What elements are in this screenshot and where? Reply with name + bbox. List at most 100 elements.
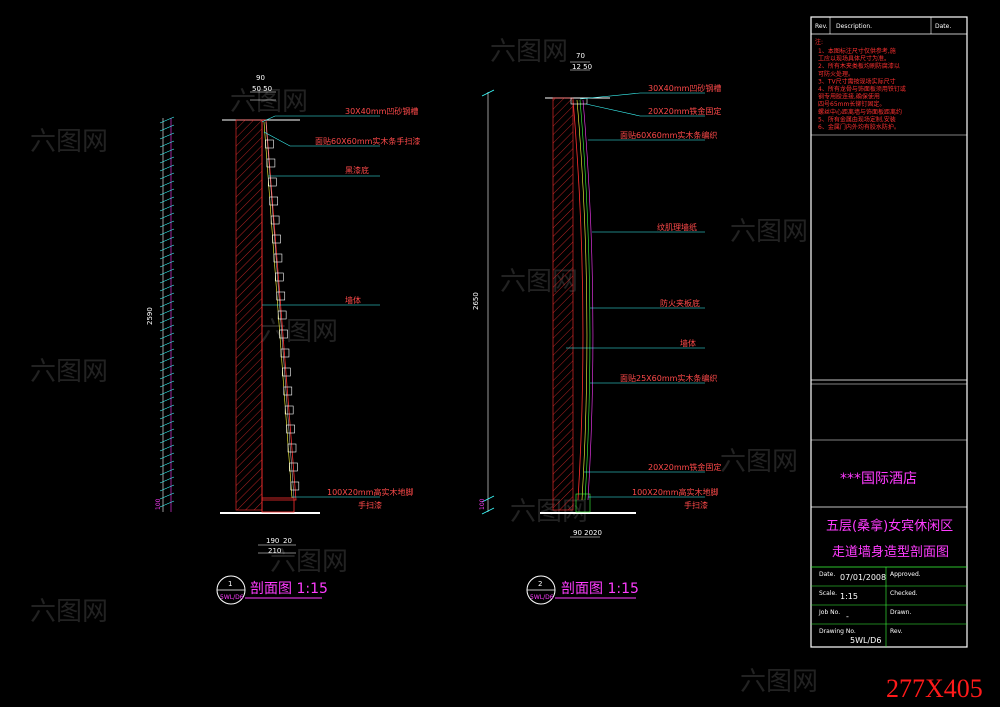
dimension-tick — [159, 140, 175, 148]
wood-slat — [275, 272, 284, 282]
watermark: 六图网 — [730, 217, 808, 247]
left-label: 100X20mm高实木地脚 — [327, 487, 414, 497]
dimension-tick — [159, 444, 175, 452]
title-block: Rev. Description. Date. 注: 1、本图标注尺寸仅供参考,… — [810, 16, 968, 648]
date-value: 07/01/2008 — [840, 573, 886, 582]
drawing-title-2: 走道墙身造型剖面图 — [832, 544, 949, 560]
left-marker-num: 1 — [228, 580, 232, 588]
dimension-tick — [159, 356, 175, 364]
hotel-name: ***国际酒店 — [840, 471, 917, 487]
wood-slat — [283, 386, 293, 396]
dimension-tick — [159, 172, 175, 180]
date-label: Date. — [819, 571, 835, 578]
right-section-title: 剖面图 1:15 — [561, 581, 639, 597]
right-skirting — [575, 493, 591, 513]
note-line: 5、所有金属由现场定制,安装 — [818, 115, 896, 123]
left-label: 墙体 — [345, 295, 361, 305]
dimension-tick — [159, 196, 175, 204]
wood-slat — [280, 348, 290, 358]
wood-slat — [266, 158, 276, 168]
desc-header: Description. — [836, 23, 872, 30]
right-bottom-height-dim: 100 — [479, 498, 486, 510]
right-label: 防火夹板底 — [660, 298, 700, 308]
rev-label: Rev. — [890, 628, 903, 635]
sheet-size: 277X405 — [886, 674, 983, 703]
dimension-tick — [159, 316, 175, 324]
dimension-tick — [159, 212, 175, 220]
dimension-tick — [159, 396, 175, 404]
dimension-tick — [159, 228, 175, 236]
left-marker-ref: 5WL/D6 — [220, 594, 244, 601]
right-wall-hatch — [552, 97, 574, 511]
note-line: 螺丝中心距离墙与饰面板距离约 — [818, 108, 902, 116]
dimension-tick — [159, 156, 175, 164]
right-label: 100X20mm高实木地脚 — [632, 487, 719, 497]
left-top-dim-inner: 50 50 — [252, 85, 272, 93]
watermark: 六图网 — [720, 447, 798, 477]
dimension-tick — [159, 244, 175, 252]
dimension-tick — [159, 164, 175, 172]
wood-slat — [289, 462, 298, 472]
dimension-tick — [159, 340, 175, 348]
dimension-tick — [159, 404, 175, 412]
dimension-tick — [159, 468, 175, 476]
wood-slat — [269, 196, 279, 206]
dimension-tick — [159, 380, 175, 388]
wood-slat — [282, 367, 291, 377]
right-label: 纹肌理墙纸 — [657, 222, 697, 232]
drawn-label: Drawn. — [890, 609, 911, 616]
date-header: Date. — [935, 23, 951, 30]
dimension-tick — [159, 116, 175, 124]
notes-heading: 注: — [815, 38, 823, 46]
dimension-tick — [159, 492, 175, 500]
watermark: 六图网 — [490, 37, 568, 67]
dimension-tick — [159, 452, 175, 460]
dimension-tick — [159, 276, 175, 284]
right-label: 手扫漆 — [684, 500, 708, 510]
right-label: 墙体 — [680, 338, 696, 348]
right-marker-num: 2 — [538, 580, 542, 588]
dimension-tick — [159, 292, 175, 300]
left-top-dim-outer: 90 — [256, 74, 265, 82]
dimension-tick — [159, 428, 175, 436]
left-bottom-dim-a: 190 — [266, 537, 279, 545]
right-top-dim-inner: 12 50 — [572, 63, 592, 71]
wood-slat — [270, 215, 280, 225]
wood-slat — [284, 405, 294, 415]
right-bottom-dim: 90 2020 — [573, 529, 602, 537]
left-label: 面贴60X60mm实木条手扫漆 — [315, 136, 420, 146]
right-label: 20X20mm铁金固定 — [648, 106, 721, 116]
dimension-tick — [159, 460, 175, 468]
watermark: 六图网 — [270, 547, 348, 577]
rev-header: Rev. — [815, 23, 828, 30]
job-value: - — [846, 612, 849, 621]
dimension-tick — [159, 324, 175, 332]
watermark: 六图网 — [30, 127, 108, 157]
dimension-tick — [159, 300, 175, 308]
dimension-tick — [159, 484, 175, 492]
dimension-tick — [159, 268, 175, 276]
dimension-tick — [159, 148, 175, 156]
left-wood-slats — [265, 139, 300, 491]
left-section-title: 剖面图 1:15 — [250, 581, 328, 597]
left-bottom-dim-b: 20 — [283, 537, 292, 545]
dimension-tick — [159, 364, 175, 372]
right-label: 30X40mm凹砂钢槽 — [648, 83, 721, 93]
note-line: 3、TV尺寸需按现场实际尺寸 — [818, 77, 896, 85]
left-label: 30X40mm凹砂钢槽 — [345, 106, 418, 116]
note-line: 2、所有木夹类板均刷防腐漆以 — [818, 62, 900, 70]
scale-value: 1:15 — [840, 592, 858, 601]
wood-slat — [267, 177, 277, 187]
dimension-tick — [159, 476, 175, 484]
note-line: 4、所有龙骨与饰面板须用铁钉或 — [818, 85, 906, 93]
wood-slat — [290, 481, 300, 491]
watermark: 六图网 — [30, 357, 108, 387]
left-section: 2590 100 90 50 50 30X40mm凹砂钢槽 面贴60X60mm实… — [146, 74, 420, 605]
wood-slat — [276, 291, 286, 301]
right-label: 面贴60X60mm实木条编织 — [620, 130, 717, 140]
dimension-tick — [159, 284, 175, 292]
dimension-tick — [159, 220, 175, 228]
dimension-tick — [159, 124, 175, 132]
note-line: 工应以现场具体尺寸为准。 — [818, 55, 890, 63]
